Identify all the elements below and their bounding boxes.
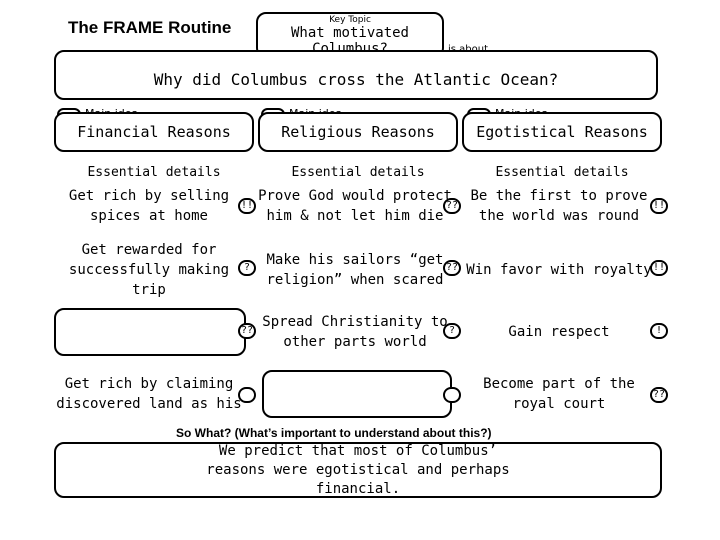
essential-label-2: Essential details [291, 165, 425, 180]
is-about-label: is about… [448, 44, 498, 55]
mark-1-1: !! [238, 198, 256, 214]
main-question-box: Why did Columbus cross the Atlantic Ocea… [54, 50, 658, 100]
detail-box-2-4 [262, 370, 452, 418]
detail-3-1: Be the first to prove the world was roun… [470, 188, 648, 224]
main-question: Why did Columbus cross the Atlantic Ocea… [153, 69, 559, 89]
detail-1-2: Get rewarded for successfully making tri… [68, 242, 230, 298]
detail-2-3: Spread Christianity to other parts world [262, 314, 448, 350]
mark-3-2: !! [650, 260, 668, 276]
mark-2-3: ? [443, 323, 461, 339]
mark-2-1: ?? [443, 198, 461, 214]
main-idea-box-3: Egotistical Reasons [462, 112, 662, 152]
detail-1-4: Get rich by claiming discovered land as … [56, 376, 242, 412]
mark-3-1: !! [650, 198, 668, 214]
so-what-text: We predict that most of Columbus’ reason… [206, 442, 510, 497]
so-what-box: We predict that most of Columbus’ reason… [54, 442, 662, 498]
detail-3-3: Gain respect [508, 324, 610, 340]
main-idea-box-2: Religious Reasons [258, 112, 458, 152]
essential-label-1: Essential details [87, 165, 221, 180]
mark-2-2: ?? [443, 260, 461, 276]
mark-3-4: ?? [650, 387, 668, 403]
detail-3-2: Win favor with royalty [466, 262, 652, 278]
detail-2-2: Make his sailors “get religion” when sca… [266, 252, 444, 288]
mark-1-4 [238, 387, 256, 403]
detail-3-4: Become part of the royal court [483, 376, 635, 412]
main-idea-box-1: Financial Reasons [54, 112, 254, 152]
mark-2-4 [443, 387, 461, 403]
mark-1-3: ?? [238, 323, 256, 339]
so-what-label: So What? (What’s important to understand… [176, 426, 492, 440]
main-idea-2: Religious Reasons [281, 123, 435, 141]
main-idea-1: Financial Reasons [77, 123, 231, 141]
essential-label-3: Essential details [495, 165, 629, 180]
detail-1-1: Get rich by selling spices at home [68, 188, 230, 224]
mark-1-2: ? [238, 260, 256, 276]
key-topic-label: Key Topic [329, 15, 371, 25]
mark-3-3: ! [650, 323, 668, 339]
detail-box-1-3 [54, 308, 246, 356]
main-idea-3: Egotistical Reasons [476, 123, 648, 141]
routine-title: The FRAME Routine [68, 18, 232, 37]
detail-2-1: Prove God would protect him & not let hi… [258, 188, 452, 224]
